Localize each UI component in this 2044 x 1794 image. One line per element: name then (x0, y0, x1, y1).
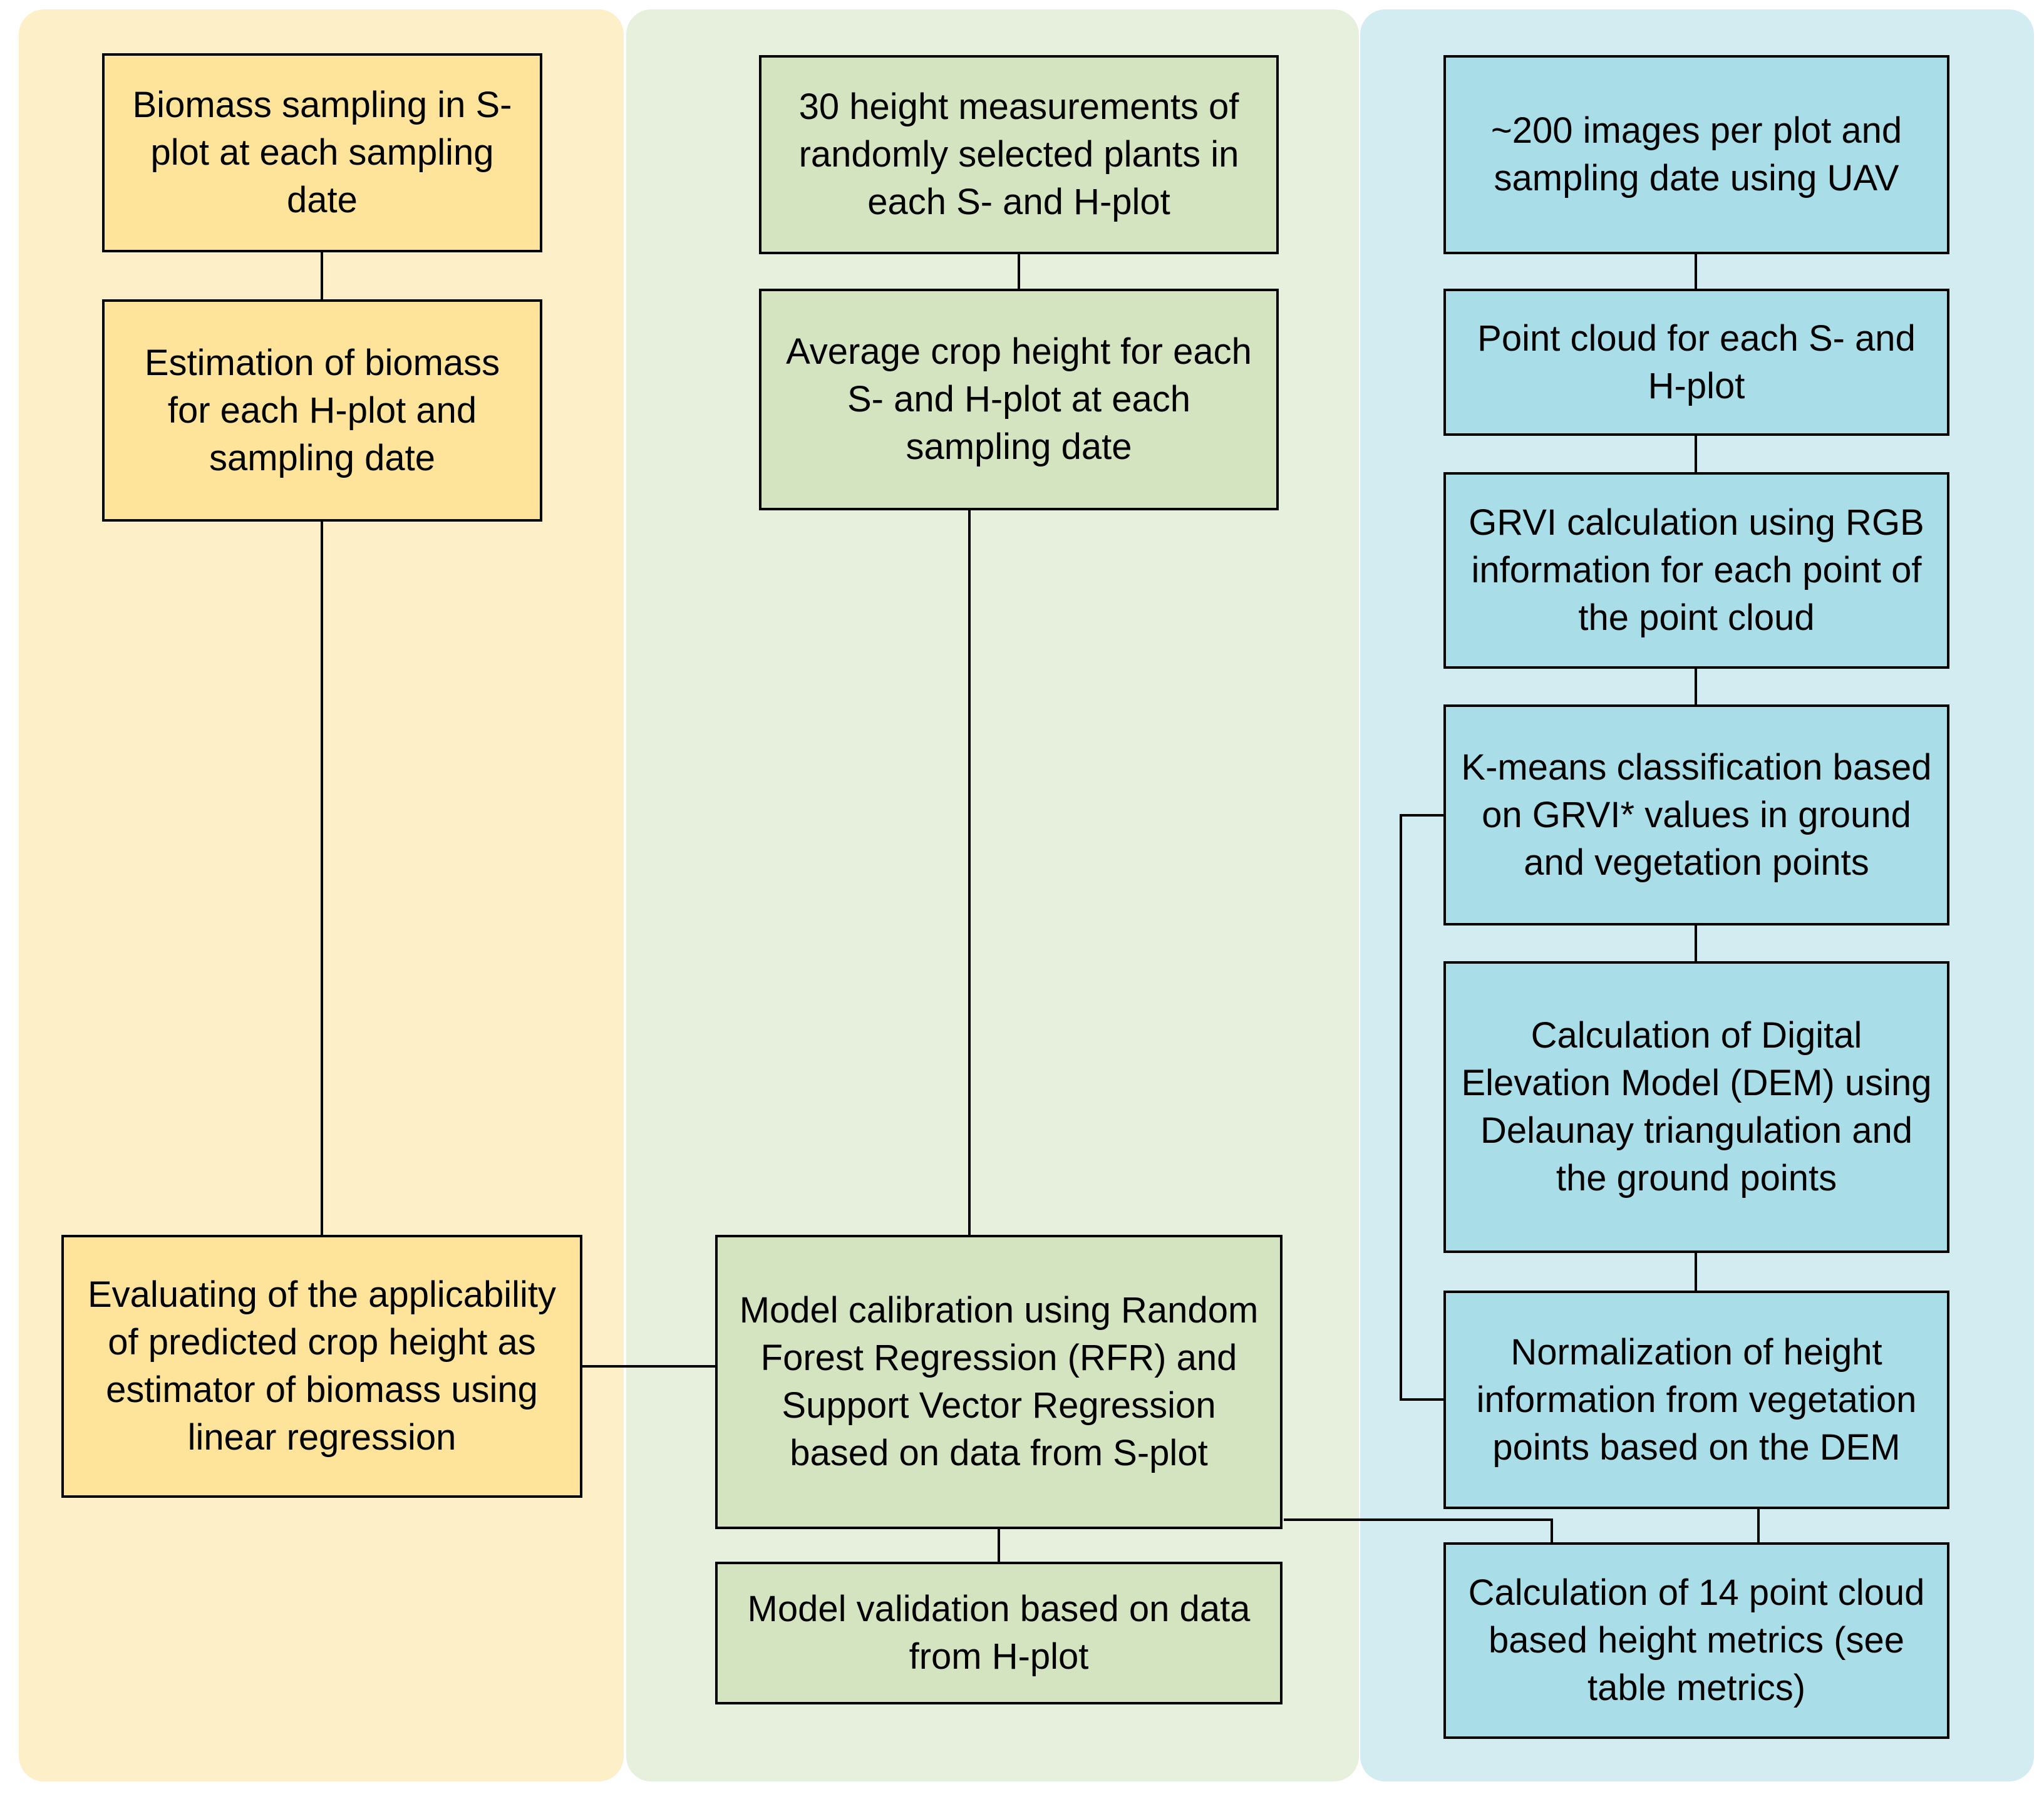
average-crop-height-text: Average crop height for each S- and H-pl… (786, 331, 1252, 467)
grvi-calculation-box: GRVI calculation using RGB information f… (1443, 472, 1949, 669)
connector-metrics-to-calibration (1284, 1518, 1553, 1542)
model-calibration-text: Model calibration using Random Forest Re… (739, 1290, 1259, 1473)
dem-calculation-box: Calculation of Digital Elevation Model (… (1443, 961, 1949, 1253)
height-normalization-text: Normalization of height information from… (1476, 1331, 1917, 1468)
grvi-calculation-text: GRVI calculation using RGB information f… (1468, 502, 1924, 638)
model-calibration-box: Model calibration using Random Forest Re… (715, 1235, 1283, 1529)
point-cloud-box: Point cloud for each S- and H-plot (1443, 289, 1949, 436)
kmeans-classification-text: K-means classification based on GRVI* va… (1461, 746, 1932, 883)
height-measurements-text: 30 height measurements of randomly selec… (798, 86, 1239, 222)
height-normalization-box: Normalization of height information from… (1443, 1291, 1949, 1509)
model-validation-text: Model validation based on data from H-pl… (747, 1589, 1251, 1677)
dem-calculation-text: Calculation of Digital Elevation Model (… (1461, 1015, 1932, 1199)
point-cloud-text: Point cloud for each S- and H-plot (1477, 317, 1916, 406)
model-validation-box: Model validation based on data from H-pl… (715, 1562, 1283, 1704)
average-crop-height-box: Average crop height for each S- and H-pl… (759, 289, 1279, 510)
biomass-estimation-text: Estimation of biomass for each H-plot an… (144, 342, 500, 478)
biomass-estimation-box: Estimation of biomass for each H-plot an… (102, 299, 542, 522)
height-metrics-box: Calculation of 14 point cloud based heig… (1443, 1542, 1949, 1739)
connector-kmeans-to-normalization (1400, 814, 1443, 1401)
uav-images-box: ~200 images per plot and sampling date u… (1443, 55, 1949, 254)
biomass-sampling-text: Biomass sampling in S-plot at each sampl… (132, 85, 512, 220)
biomass-evaluation-text: Evaluating of the applicability of predi… (87, 1274, 557, 1458)
kmeans-classification-box: K-means classification based on GRVI* va… (1443, 704, 1949, 925)
biomass-sampling-box: Biomass sampling in S-plot at each sampl… (102, 53, 542, 252)
height-metrics-text: Calculation of 14 point cloud based heig… (1468, 1572, 1925, 1708)
uav-images-text: ~200 images per plot and sampling date u… (1490, 110, 1902, 198)
biomass-evaluation-box: Evaluating of the applicability of predi… (61, 1235, 582, 1498)
height-measurements-box: 30 height measurements of randomly selec… (759, 55, 1279, 254)
